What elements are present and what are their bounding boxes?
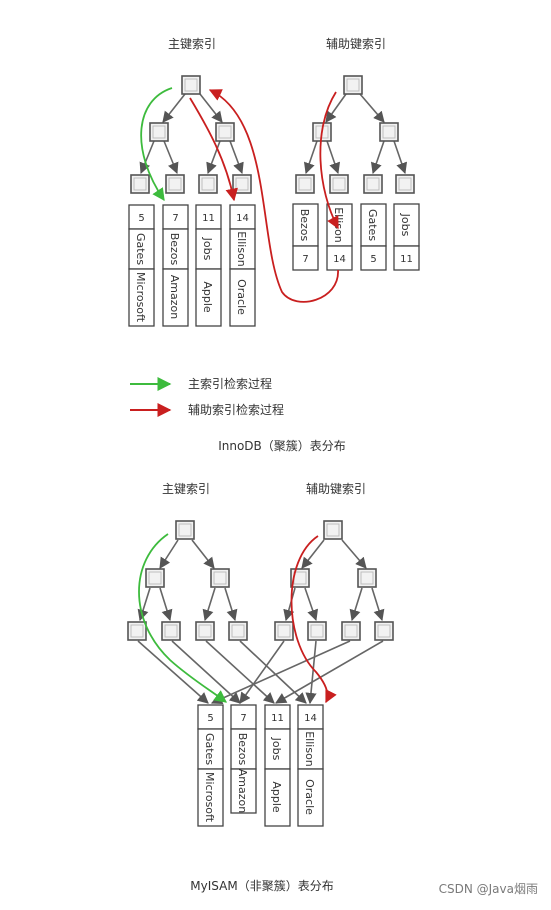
myisam-primary-index-label: 主键索引 — [162, 482, 210, 496]
record: 7 Bezos Amazon — [230, 704, 257, 814]
innodb-section: 主键索引 辅助键索引 — [128, 37, 420, 453]
record-id: 11 — [202, 213, 215, 224]
myisam-leaf-pointers — [137, 640, 384, 705]
tree-node — [395, 174, 415, 194]
tree-node — [295, 174, 315, 194]
secondary-entry: Bezos 7 — [292, 203, 319, 271]
record: 14 Ellison Oracle — [229, 204, 256, 327]
tree-node — [161, 621, 181, 641]
legend: 主索引检索过程 辅助索引检索过程 — [130, 376, 284, 417]
tree-node — [195, 621, 215, 641]
record-company: Amazon — [168, 275, 181, 319]
entry-id: 7 — [302, 254, 308, 265]
tree-node — [127, 621, 147, 641]
record-company: Oracle — [235, 279, 248, 315]
tree-node — [329, 174, 349, 194]
tree-node — [341, 621, 361, 641]
innodb-secondary-tree-nodes — [295, 75, 415, 194]
entry-id: 11 — [400, 254, 413, 265]
record-id: 14 — [304, 713, 317, 724]
tree-node — [210, 568, 230, 588]
record-company: Amazon — [236, 769, 249, 813]
tree-node — [232, 174, 252, 194]
record: 14 Ellison Oracle — [297, 704, 324, 827]
record: 11 Jobs Apple — [195, 204, 222, 327]
record: 11 Jobs Apple — [264, 704, 291, 827]
tree-node — [228, 621, 248, 641]
tree-node — [215, 122, 235, 142]
record-name: Ellison — [235, 231, 248, 267]
record-id: 7 — [240, 713, 246, 724]
legend-green-label: 主索引检索过程 — [188, 376, 272, 391]
innodb-primary-index-label: 主键索引 — [168, 37, 216, 51]
innodb-secondary-entries: Bezos 7 Ellison 14 Gates 5 Jobs 11 — [292, 203, 420, 271]
tree-node — [307, 621, 327, 641]
tree-node — [363, 174, 383, 194]
secondary-entry: Jobs 11 — [393, 203, 420, 271]
innodb-secondary-index-label: 辅助键索引 — [326, 37, 386, 51]
innodb-primary-lookup-path — [189, 97, 238, 202]
record-id: 5 — [138, 213, 144, 224]
innodb-primary-records: 5 Gates Microsoft 7 Bezos Amazon 11 Jobs… — [128, 204, 256, 327]
record-name: Bezos — [236, 733, 249, 766]
record-company: Microsoft — [203, 772, 216, 823]
tree-node — [357, 568, 377, 588]
record-name: Gates — [203, 733, 216, 765]
record: 7 Bezos Amazon — [162, 204, 189, 327]
innodb-primary-tree-nodes — [130, 75, 252, 194]
tree-node — [149, 122, 169, 142]
watermark: CSDN @Java烟雨 — [439, 882, 538, 896]
record-name: Jobs — [270, 737, 283, 761]
tree-node — [379, 122, 399, 142]
tree-node — [145, 568, 165, 588]
tree-node — [274, 621, 294, 641]
myisam-tree-edges — [137, 539, 385, 622]
record: 5 Gates Microsoft — [197, 704, 224, 827]
entry-name: Bezos — [298, 209, 311, 242]
record-company: Apple — [201, 281, 214, 313]
record-id: 5 — [207, 713, 213, 724]
tree-node — [181, 75, 201, 95]
tree-node — [198, 174, 218, 194]
myisam-tree-nodes — [127, 520, 394, 641]
innodb-primary-search-path — [140, 87, 173, 202]
secondary-entry: Gates 5 — [360, 203, 387, 271]
record-id: 7 — [172, 213, 178, 224]
record-id: 14 — [236, 213, 249, 224]
myisam-caption: MyISAM（非聚簇）表分布 — [190, 878, 333, 893]
record-name: Bezos — [168, 233, 181, 266]
tree-node — [165, 174, 185, 194]
myisam-primary-search-path — [138, 533, 228, 703]
entry-name: Ellison — [332, 207, 345, 243]
record-company: Microsoft — [134, 272, 147, 323]
myisam-secondary-index-label: 辅助键索引 — [306, 482, 366, 496]
tree-node — [374, 621, 394, 641]
legend-red-label: 辅助索引检索过程 — [188, 402, 284, 417]
tree-node — [343, 75, 363, 95]
record-company: Apple — [270, 781, 283, 813]
record-name: Ellison — [303, 731, 316, 767]
record-name: Gates — [134, 233, 147, 265]
entry-id: 5 — [370, 254, 376, 265]
entry-id: 14 — [333, 254, 346, 265]
myisam-section: 主键索引 辅助键索引 — [127, 482, 394, 893]
record-id: 11 — [271, 713, 284, 724]
entry-name: Jobs — [399, 213, 412, 237]
innodb-primary-tree-edges — [139, 93, 244, 175]
record-name: Jobs — [201, 237, 214, 261]
entry-name: Gates — [366, 209, 379, 241]
record: 5 Gates Microsoft — [128, 204, 155, 327]
tree-node — [323, 520, 343, 540]
innodb-secondary-search-path — [319, 91, 339, 230]
myisam-secondary-search-path — [290, 535, 337, 704]
innodb-caption: InnoDB（聚簇）表分布 — [218, 438, 346, 453]
tree-node — [175, 520, 195, 540]
innodb-back-to-primary-path — [208, 89, 339, 303]
innodb-secondary-tree-edges — [303, 93, 408, 175]
record-company: Oracle — [303, 779, 316, 815]
tree-node — [130, 174, 150, 194]
myisam-records: 5 Gates Microsoft 7 Bezos Amazon 11 Jobs… — [197, 704, 324, 827]
